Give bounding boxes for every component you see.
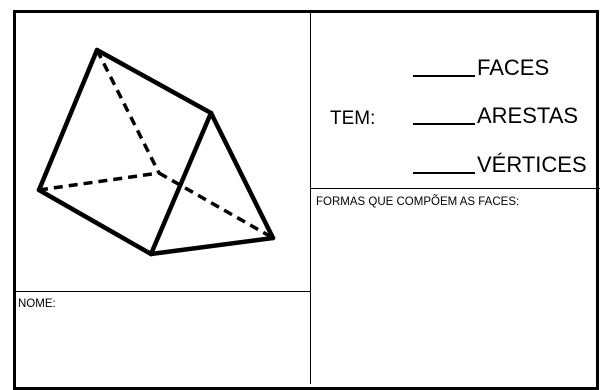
prism-edge [148, 110, 214, 257]
arestas-blank[interactable] [413, 123, 475, 125]
nome-label: NOME: [18, 298, 56, 310]
vertices-answer-row: VÉRTICES [413, 150, 587, 178]
triangular-prism-figure [36, 47, 276, 257]
arestas-label: ARESTAS [477, 103, 579, 128]
vertices-blank[interactable] [413, 172, 475, 174]
vertical-divider [310, 10, 311, 384]
prism-hidden-edge [158, 171, 274, 240]
vertices-label: VÉRTICES [477, 152, 587, 177]
faces-blank[interactable] [413, 75, 475, 77]
prism-edge [94, 47, 214, 116]
arestas-answer-row: ARESTAS [413, 101, 578, 129]
left-horizontal-divider [13, 291, 310, 292]
prism-edge [36, 47, 100, 193]
faces-label: FACES [477, 55, 550, 80]
tem-label: TEM: [330, 108, 376, 129]
formas-faces-label: FORMAS QUE COMPÕEM AS FACES: [316, 196, 520, 208]
faces-answer-row: FACES [413, 53, 549, 81]
prism-hidden-edge [95, 49, 161, 174]
right-horizontal-divider [310, 188, 600, 189]
prism-solid-edges [36, 47, 276, 257]
prism-edge [148, 235, 276, 257]
prism-hidden-edge [38, 171, 160, 192]
prism-edge [208, 110, 276, 241]
prism-hidden-edges [38, 49, 274, 240]
prism-edge [36, 187, 154, 257]
